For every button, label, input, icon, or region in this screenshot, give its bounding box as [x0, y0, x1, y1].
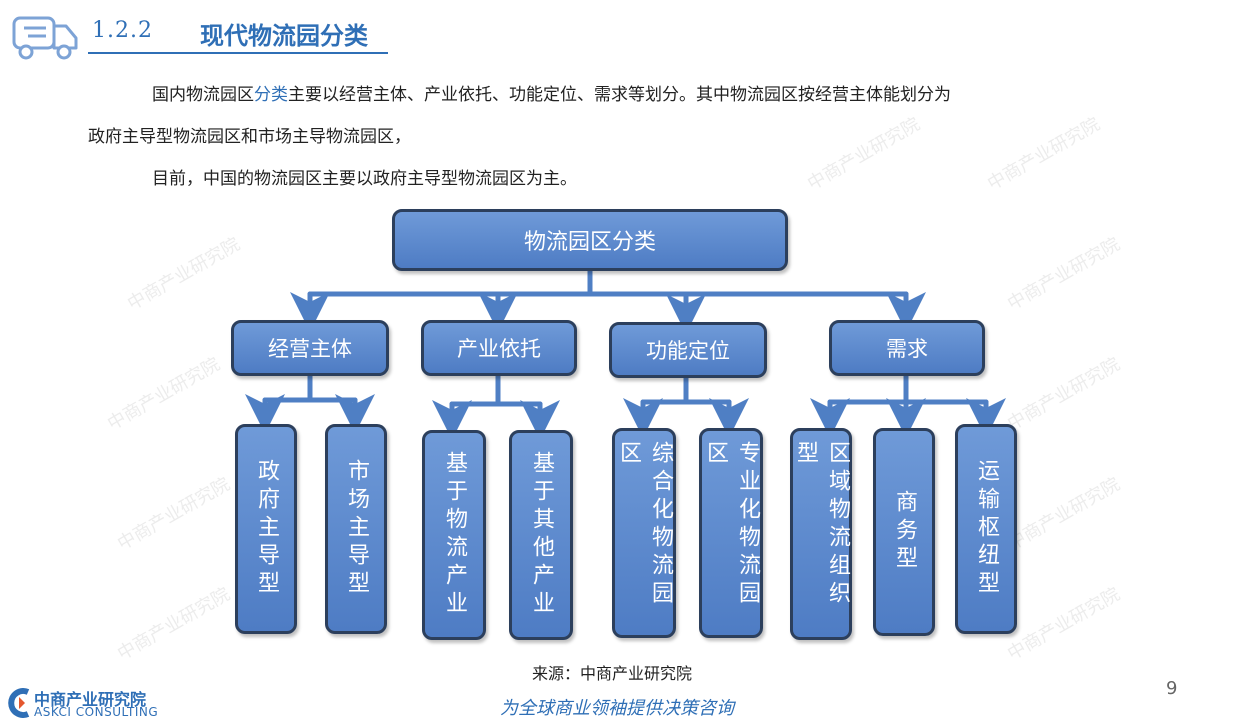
logo-name-cn: 中商产业研究院	[34, 690, 147, 709]
leaf-node: 商务型	[873, 428, 935, 636]
watermark: 中商产业研究院	[1003, 233, 1124, 315]
watermark: 中商产业研究院	[803, 113, 924, 195]
watermark: 中商产业研究院	[113, 583, 234, 665]
footer-slogan: 为全球商业领袖提供决策咨询	[500, 698, 734, 719]
leaf-node: 综合化物流园区	[612, 428, 676, 638]
paragraph-2: 目前，中国的物流园区主要以政府主导型物流园区为主。	[152, 169, 577, 189]
leaf-node: 专业化物流园区	[699, 428, 763, 638]
leaf-node: 区域物流组织型	[790, 428, 852, 640]
keyword-link[interactable]: 分类	[254, 85, 288, 105]
paragraph-1-line-2: 政府主导型物流园区和市场主导物流园区，	[88, 127, 411, 147]
leaf-node: 运输枢纽型	[955, 424, 1017, 634]
category-node-function: 功能定位	[609, 322, 767, 378]
header-rule	[88, 52, 388, 54]
category-node-demand: 需求	[829, 320, 985, 376]
watermark: 中商产业研究院	[103, 353, 224, 435]
leaf-node: 政府主导型	[235, 424, 297, 634]
watermark: 中商产业研究院	[1003, 583, 1124, 665]
diagram-root-node: 物流园区分类	[392, 209, 788, 271]
watermark: 中商产业研究院	[1003, 473, 1124, 555]
watermark: 中商产业研究院	[1003, 353, 1124, 435]
paragraph-1-line-1: 国内物流园区分类主要以经营主体、产业依托、功能定位、需求等划分。其中物流园区按经…	[152, 80, 951, 105]
truck-icon	[12, 16, 78, 60]
logo-icon	[8, 688, 30, 718]
watermark: 中商产业研究院	[113, 473, 234, 555]
leaf-node: 基于其他产业	[509, 430, 573, 640]
category-node-operating-entity: 经营主体	[231, 320, 389, 376]
page-number: 9	[1166, 678, 1178, 699]
section-title: 现代物流园分类	[200, 22, 368, 50]
watermark: 中商产业研究院	[123, 233, 244, 315]
paragraph-text: 国内物流园区	[152, 85, 254, 105]
leaf-node: 基于物流产业	[422, 430, 486, 640]
source-note: 来源：中商产业研究院	[532, 664, 693, 683]
leaf-node: 市场主导型	[325, 424, 387, 634]
section-number: 1.2.2	[92, 18, 153, 43]
watermark: 中商产业研究院	[983, 113, 1104, 195]
logo-name-en: ASKCI CONSULTING	[34, 705, 159, 719]
paragraph-text: 主要以经营主体、产业依托、功能定位、需求等划分。其中物流园区按经营主体能划分为	[288, 85, 951, 105]
category-node-industry-basis: 产业依托	[421, 320, 577, 376]
